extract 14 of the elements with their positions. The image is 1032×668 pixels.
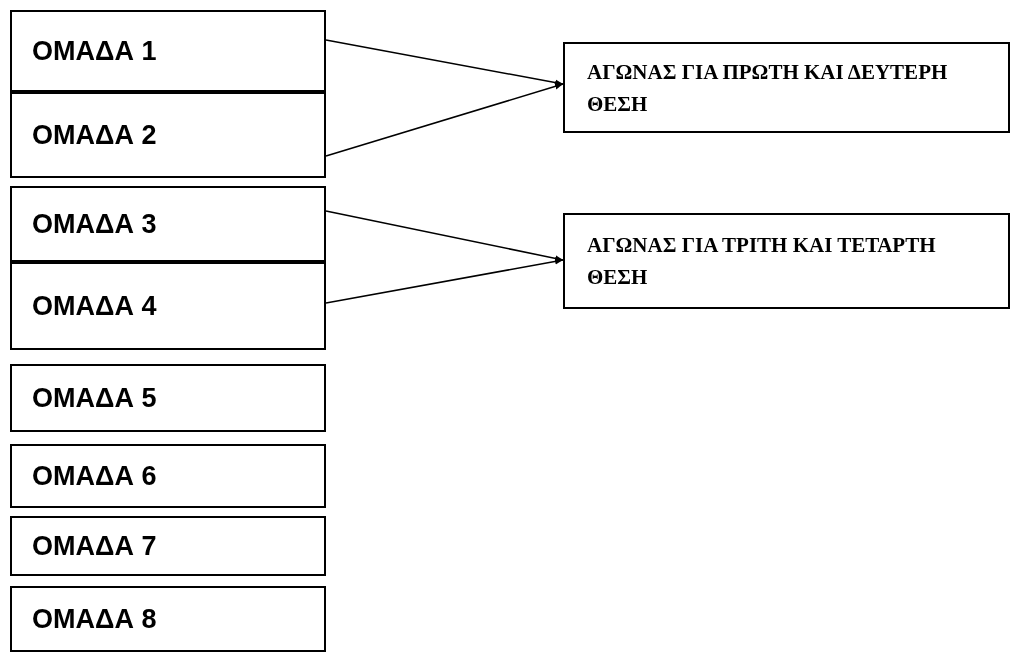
team-box: ΟΜΑΔΑ 8 — [10, 586, 326, 652]
team-box: ΟΜΑΔΑ 2 — [10, 92, 326, 178]
arrow — [325, 258, 564, 304]
arrow — [325, 210, 564, 262]
team-box: ΟΜΑΔΑ 3 — [10, 186, 326, 262]
match-box: ΑΓΩΝΑΣ ΓΙΑ ΤΡΙΤΗ ΚΑΙ ΤΕΤΑΡΤΗ ΘΕΣΗ — [563, 213, 1010, 309]
team-box: ΟΜΑΔΑ 7 — [10, 516, 326, 576]
team-box: ΟΜΑΔΑ 4 — [10, 262, 326, 350]
arrow — [325, 39, 564, 86]
team-box: ΟΜΑΔΑ 1 — [10, 10, 326, 92]
team-box: ΟΜΑΔΑ 6 — [10, 444, 326, 508]
match-box: ΑΓΩΝΑΣ ΓΙΑ ΠΡΩΤΗ ΚΑΙ ΔΕΥΤΕΡΗ ΘΕΣΗ — [563, 42, 1010, 133]
arrow — [325, 83, 564, 157]
team-box: ΟΜΑΔΑ 5 — [10, 364, 326, 432]
